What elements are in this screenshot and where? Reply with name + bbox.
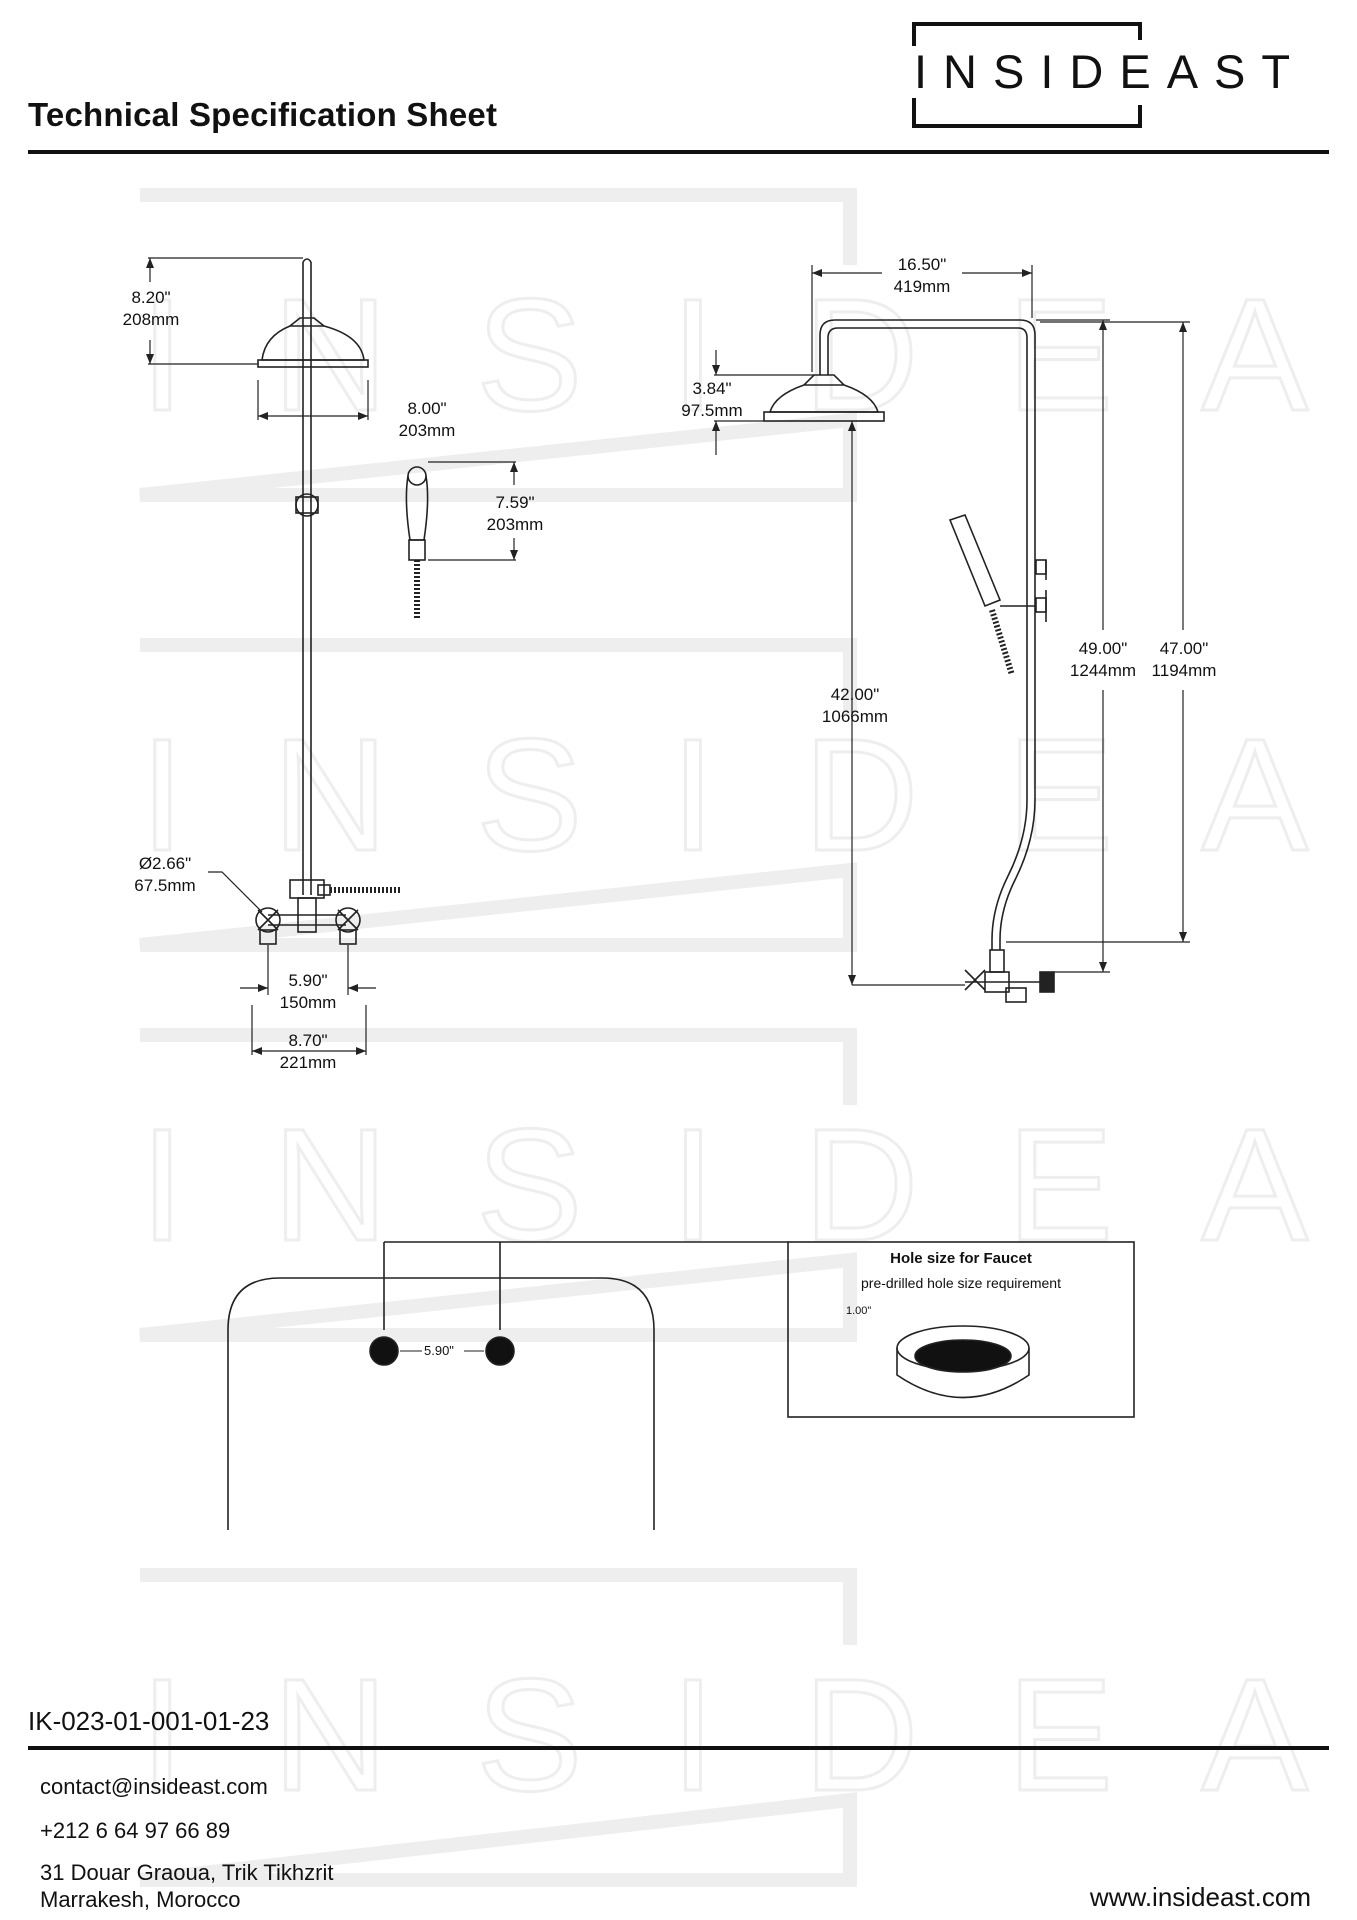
hole-diameter-label: 1.00" [846,1305,872,1317]
hole-plan [227,1241,1135,1530]
dim-value-in: 8.70" [288,1031,328,1050]
logo-frame-tail [1138,105,1142,124]
dim-value-mm: 150mm [279,993,337,1012]
hole-spacing-label: 5.90" [424,1343,454,1358]
dim-value-mm: 97.5mm [681,401,743,420]
dim-value-mm: 203mm [398,421,456,440]
footer-address-line2: Marrakesh, Morocco [40,1887,241,1912]
dim-head-depth: 3.84" 97.5mm [672,378,752,422]
dim-center-spacing: 5.90" 150mm [275,970,341,1014]
dim-value-in: 7.59" [495,493,535,512]
footer-phone[interactable]: +212 6 64 97 66 89 [40,1818,231,1843]
page-title: Technical Specification Sheet [28,96,498,133]
dim-value-in: 8.20" [131,288,171,307]
dim-total-height: 49.00" 1244mm [1062,638,1144,682]
side-view [763,319,1055,1003]
dim-overall-width: 8.70" 221mm [275,1030,341,1074]
dim-value-mm: 208mm [122,310,180,329]
watermark-text: INSIDEAST [140,705,1357,884]
dim-outlet-to-head: 42.00" 1066mm [815,684,895,728]
dim-riser-height: 47.00" 1194mm [1143,638,1225,682]
dim-value-in: 16.50" [897,255,947,274]
dim-value-in: 47.00" [1159,639,1209,658]
footer-website[interactable]: www.insideast.com [1089,1882,1311,1912]
dim-knob-diameter: Ø2.66" 67.5mm [125,853,205,897]
footer-email[interactable]: contact@insideast.com [40,1774,268,1799]
dim-value-mm: 1244mm [1069,661,1137,680]
panel-subtitle: pre-drilled hole size requirement [861,1275,1061,1291]
dim-arm-reach: 16.50" 419mm [884,254,960,298]
logo: INSIDEAST [910,46,1311,98]
dim-value-in: 49.00" [1078,639,1128,658]
footer-divider [28,1746,1329,1750]
panel-title: Hole size for Faucet [890,1250,1032,1267]
header-divider [28,150,1329,154]
dim-value-mm: 1194mm [1151,661,1217,680]
watermark-text: INSIDEAST [140,265,1357,444]
dim-value-in: 3.84" [692,379,732,398]
dim-handshower: 7.59" 203mm [480,492,550,536]
dim-head-width: 8.00" 203mm [392,398,462,442]
document-code: IK-023-01-001-01-23 [28,1706,270,1736]
dim-value-mm: 203mm [486,515,544,534]
dim-value-in: 5.90" [288,971,328,990]
dim-value-mm: 1066mm [821,707,889,726]
dim-head-height: 8.20" 208mm [120,287,182,331]
dim-value-in: Ø2.66" [138,854,192,873]
dim-value-in: 8.00" [407,399,447,418]
dim-value-mm: 67.5mm [134,876,196,895]
front-view [255,258,429,945]
dim-value-mm: 419mm [893,277,951,296]
footer-address-line1: 31 Douar Graoua, Trik Tikhzrit [40,1860,334,1885]
dim-value-mm: 221mm [279,1053,337,1072]
watermark-text: INSIDEAST [140,1645,1357,1824]
dim-value-in: 42.00" [830,685,880,704]
watermark-text: INSIDEAST [140,1095,1357,1274]
